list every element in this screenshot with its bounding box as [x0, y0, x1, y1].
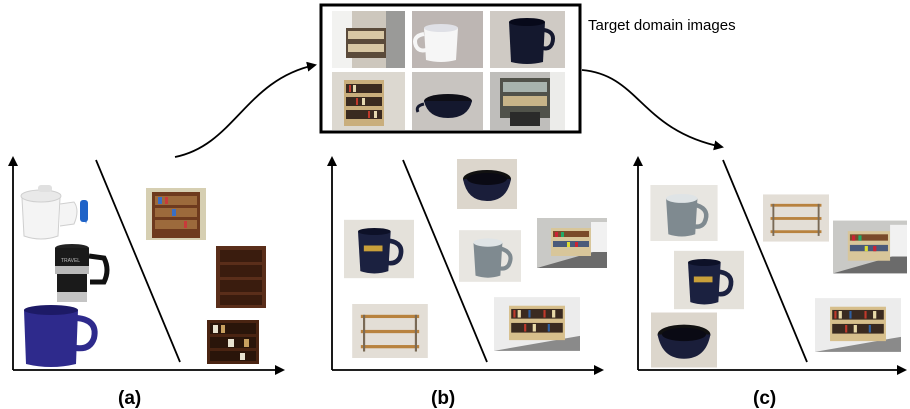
- panel-b-label: (b): [431, 388, 455, 409]
- target-image-shelf-corner: [332, 11, 405, 68]
- panel-c-label: (c): [753, 388, 776, 409]
- mug-icon: [459, 230, 521, 282]
- bookshelf-icon: [216, 246, 266, 308]
- panel-a: TRAVEL: [7, 156, 285, 375]
- bookshelf-icon: [833, 220, 907, 274]
- target-image-shelf-room: [490, 72, 565, 130]
- panel-c: [633, 156, 907, 375]
- bookshelf-icon: [207, 320, 259, 364]
- target-image-bowl: [412, 72, 483, 130]
- target-image-navy-mug: [490, 11, 565, 68]
- target-image-white-mug: [412, 11, 483, 68]
- mug-icon: [650, 185, 717, 241]
- bookshelf-icon: [494, 297, 580, 351]
- bookshelf-icon: [146, 188, 206, 240]
- mug-icon: [674, 251, 744, 309]
- arrow-target-to-c: [581, 69, 724, 151]
- decision-boundary: [95, 159, 181, 363]
- mug-icon: [344, 220, 414, 278]
- decision-boundary: [722, 159, 808, 363]
- wall-shelf-icon: [352, 304, 428, 358]
- bowl-icon: [651, 312, 717, 368]
- bookshelf-icon: [537, 218, 607, 268]
- target-domain-box: [319, 3, 582, 134]
- lidded-mug-icon: [20, 185, 88, 240]
- target-image-bookshelf: [332, 72, 405, 130]
- svg-text:TRAVEL: TRAVEL: [61, 258, 80, 264]
- panel-b: [327, 156, 607, 375]
- target-domain-label: Target domain images: [588, 17, 736, 34]
- travel-mug-icon: TRAVEL: [55, 244, 110, 302]
- mug-icon: [24, 305, 98, 367]
- decision-boundary: [402, 159, 488, 363]
- panel-a-label: (a): [118, 388, 141, 409]
- arrow-a-to-target: [174, 61, 317, 158]
- bookshelf-icon: [815, 298, 901, 352]
- wall-shelf-icon: [763, 194, 829, 242]
- bowl-icon: [457, 159, 517, 209]
